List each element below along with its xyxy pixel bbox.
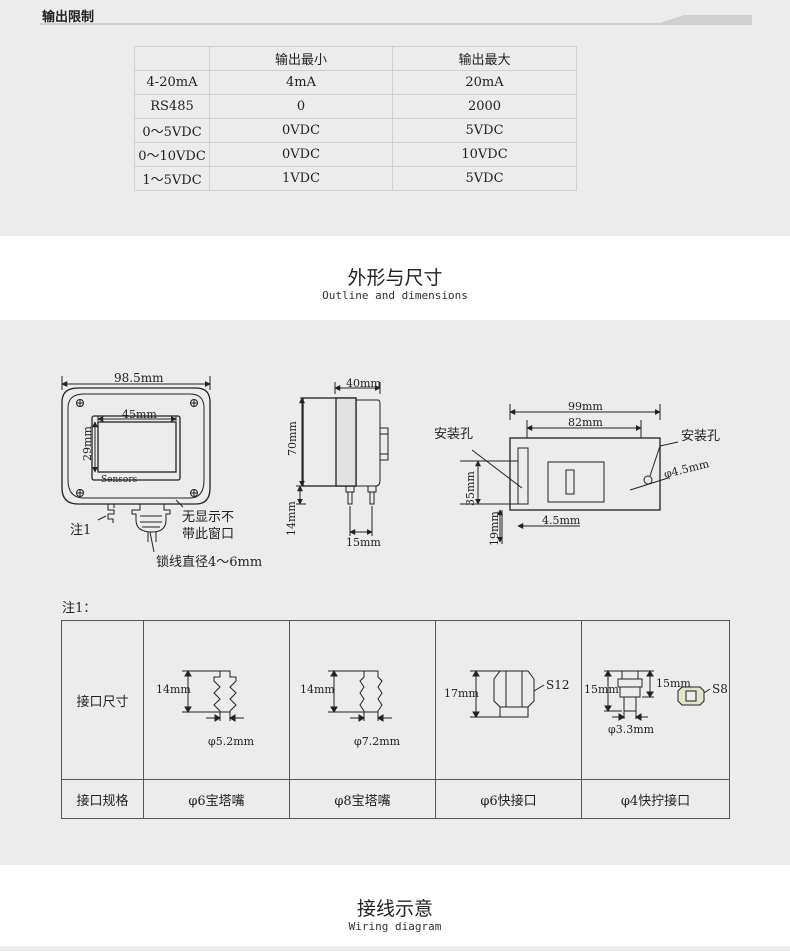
- barb-8mm-drawing: 14mm φ7.2mm: [300, 670, 401, 748]
- output-limits-table: 输出最小 输出最大 4-20mA 4mA 20mA RS485 0 2000 0…: [134, 46, 577, 191]
- port-thread-label: S8: [712, 682, 728, 696]
- dimension-drawing: 98.5mm 45mm 29mm Sensors 注1 无显示不 带此窗口 锁线…: [61, 371, 720, 570]
- port-spec-cell: φ6快接口: [435, 779, 582, 819]
- note-marker: 注1: [70, 523, 91, 538]
- side-nozzle-height-label: 14mm: [285, 501, 298, 536]
- port-diameter-label: φ7.2mm: [354, 735, 401, 748]
- row-label-size: 接口尺寸: [61, 620, 144, 780]
- table-cell: 0～10VDC: [134, 142, 210, 167]
- front-screen-height-label: 29mm: [81, 426, 94, 461]
- front-width-label: 98.5mm: [114, 371, 164, 385]
- table-cell: 4-20mA: [134, 70, 210, 95]
- table-cell: 0VDC: [209, 118, 393, 143]
- port-size-cell: 14mm φ5.2mm: [143, 620, 290, 780]
- wiring-title-cn: 接线示意: [356, 898, 433, 920]
- outline-title-en: Outline and dimensions: [322, 289, 468, 302]
- barb-6mm-drawing: 14mm φ5.2mm: [156, 670, 255, 748]
- port-spec-cell: φ4快拧接口: [581, 779, 730, 819]
- port-size-cell: 15mm 15mm φ3.3mm S8: [581, 620, 730, 780]
- quick-connect-6mm-drawing: 17mm S12: [444, 670, 570, 718]
- port-height-right-label: 15mm: [656, 677, 691, 690]
- side-height-label: 70mm: [286, 421, 299, 456]
- row-label-spec: 接口规格: [61, 779, 144, 819]
- mount-inner-width-label: 82mm: [568, 416, 603, 429]
- port-height-label: 14mm: [156, 683, 191, 696]
- header-rule: [40, 23, 752, 25]
- quick-twist-4mm-drawing: 15mm 15mm φ3.3mm S8: [584, 670, 728, 736]
- bottom-band: [0, 946, 790, 951]
- table-header-cell: 输出最小: [209, 46, 393, 71]
- table-row: 1～5VDC 1VDC 5VDC: [134, 166, 577, 191]
- front-view: [61, 376, 211, 553]
- port-spec-cell: φ8宝塔嘴: [289, 779, 436, 819]
- note1-label: 注1：: [62, 601, 97, 616]
- side-nozzle-spacing-label: 15mm: [346, 536, 381, 549]
- table-row: 4-20mA 4mA 20mA: [134, 70, 577, 95]
- port-spec-cell: φ6宝塔嘴: [143, 779, 290, 819]
- output-limits-header: 输出限制: [42, 10, 95, 25]
- no-window-note-line2: 带此窗口: [182, 526, 234, 542]
- table-row: 0～10VDC 0VDC 10VDC: [134, 142, 577, 167]
- mount-outer-width-label: 99mm: [568, 400, 603, 413]
- port-thread-label: S12: [546, 678, 570, 692]
- cable-note: 锁线直径4～6mm: [156, 554, 262, 570]
- port-height-label: 14mm: [300, 683, 335, 696]
- table-cell: RS485: [134, 94, 210, 119]
- side-view: [296, 382, 389, 536]
- no-window-note-line1: 无显示不: [182, 510, 234, 525]
- table-cell: 0～5VDC: [134, 118, 210, 143]
- mount-base-height-label: 19mm: [488, 511, 501, 546]
- sensors-brand: Sensors: [101, 475, 138, 485]
- table-header-row: 输出最小 输出最大: [134, 46, 577, 71]
- table-cell: 0VDC: [209, 142, 393, 167]
- table-cell: 1～5VDC: [134, 166, 210, 191]
- mount-hole-label-right: 安装孔: [681, 429, 720, 444]
- port-spec-table: 接口尺寸 14mm φ5.2mm: [61, 620, 730, 819]
- table-cell: 4mA: [209, 70, 393, 95]
- mount-hole-label-left: 安装孔: [434, 427, 473, 442]
- table-cell: 20mA: [392, 70, 577, 95]
- side-depth-label: 40mm: [346, 377, 381, 390]
- mount-offset-label: 4.5mm: [542, 514, 581, 527]
- port-diameter-label: φ5.2mm: [208, 735, 255, 748]
- port-height-left-label: 15mm: [584, 683, 619, 696]
- table-cell: 1VDC: [209, 166, 393, 191]
- port-diameter-label: φ3.3mm: [608, 723, 655, 736]
- front-screen-width-label: 45mm: [122, 408, 157, 421]
- table-header-cell: 输出最大: [392, 46, 577, 71]
- mount-height-label: 35mm: [464, 471, 477, 506]
- port-height-label: 17mm: [444, 687, 479, 700]
- port-size-row: 接口尺寸 14mm φ5.2mm: [61, 620, 730, 780]
- table-cell: 10VDC: [392, 142, 577, 167]
- mount-view: [460, 404, 679, 544]
- outline-title-cn: 外形与尺寸: [347, 267, 443, 289]
- header-tab-decoration: [654, 15, 752, 25]
- table-row: RS485 0 2000: [134, 94, 577, 119]
- table-cell: 5VDC: [392, 166, 577, 191]
- table-cell: 5VDC: [392, 118, 577, 143]
- port-size-cell: 17mm S12: [435, 620, 582, 780]
- table-cell: 2000: [392, 94, 577, 119]
- mount-hole-diameter-label: φ4.5mm: [663, 457, 711, 481]
- table-row: 0～5VDC 0VDC 5VDC: [134, 118, 577, 143]
- port-spec-row: 接口规格 φ6宝塔嘴 φ8宝塔嘴 φ6快接口 φ4快拧接口: [61, 779, 730, 819]
- wiring-title-en: Wiring diagram: [348, 920, 442, 933]
- table-cell: 0: [209, 94, 393, 119]
- table-header-cell: [134, 46, 210, 71]
- port-size-cell: 14mm φ7.2mm: [289, 620, 436, 780]
